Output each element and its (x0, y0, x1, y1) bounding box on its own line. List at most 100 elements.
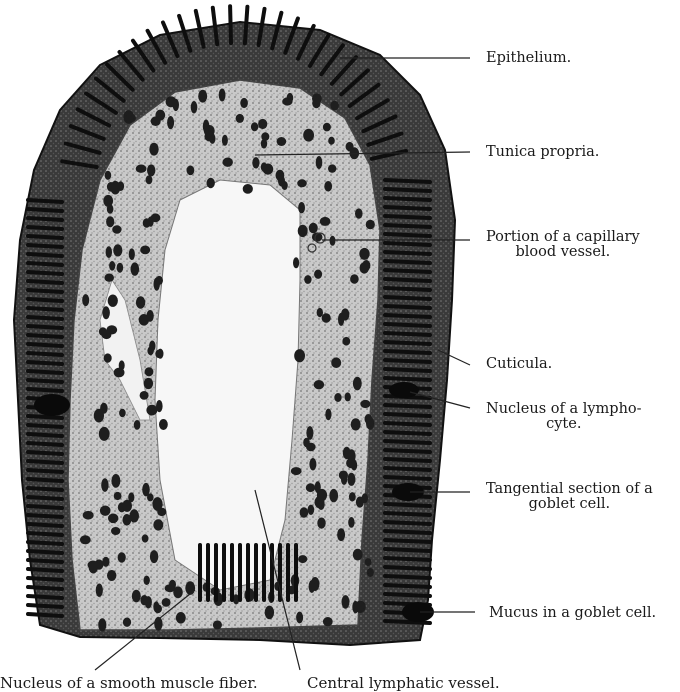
cell-nucleus (240, 98, 248, 108)
epithelial-nucleus (385, 504, 430, 506)
label-epithelium: Epithelium. (486, 51, 571, 66)
cell-nucleus (152, 497, 162, 511)
cell-nucleus (107, 570, 116, 581)
epithelial-nucleus (385, 360, 430, 362)
cell-nucleus (154, 604, 162, 613)
cell-nucleus (80, 535, 91, 544)
cell-nucleus (314, 270, 322, 279)
cell-nucleus (355, 601, 366, 613)
cell-nucleus (102, 557, 109, 567)
cell-nucleus (123, 618, 131, 627)
epithelial-nucleus (28, 281, 62, 283)
cell-nucleus (147, 164, 155, 176)
epithelial-nucleus (385, 288, 430, 290)
cell-nucleus (219, 89, 226, 102)
epithelial-nucleus (28, 533, 62, 535)
epithelial-nucleus (28, 434, 62, 436)
cell-nucleus (99, 327, 107, 336)
cell-nucleus (146, 405, 157, 416)
cell-nucleus (342, 337, 350, 346)
label-tangential-line1: Tangential section of a (486, 481, 653, 497)
cell-nucleus (104, 274, 114, 282)
epithelial-nucleus (28, 578, 62, 580)
cell-nucleus (173, 99, 179, 111)
cell-nucleus (203, 120, 210, 134)
epithelial-nucleus (28, 425, 62, 427)
cell-nucleus (348, 517, 354, 528)
epithelial-nucleus (28, 236, 62, 238)
epithelial-nucleus (28, 290, 62, 292)
cell-nucleus (222, 135, 228, 146)
epithelial-nucleus (385, 585, 430, 587)
epithelial-nucleus (28, 335, 62, 337)
epithelial-nucleus (385, 261, 430, 263)
cell-nucleus (367, 568, 374, 577)
epithelial-nucleus (28, 497, 62, 499)
label-lymphocyte-line2: cyte. (486, 417, 642, 432)
cell-nucleus (108, 514, 118, 524)
epithelial-nucleus (385, 342, 430, 344)
cell-nucleus (140, 246, 150, 255)
epithelial-nucleus (28, 371, 62, 373)
epithelial-nucleus (385, 207, 430, 209)
epithelial-nucleus (28, 254, 62, 256)
epithelial-nucleus (385, 576, 430, 578)
cell-nucleus (96, 584, 103, 597)
cell-nucleus (140, 391, 149, 400)
label-central: Central lymphatic vessel. (307, 676, 500, 691)
cell-nucleus (261, 162, 267, 171)
cell-nucleus (155, 276, 163, 285)
cell-nucleus (365, 558, 372, 566)
epithelial-nucleus (385, 306, 430, 308)
epithelial-nucleus (385, 333, 430, 335)
label-lymphocyte: Nucleus of a lympho- cyte. (486, 402, 642, 431)
epithelial-nucleus (28, 569, 62, 571)
epithelial-nucleus (385, 432, 430, 434)
cell-nucleus (318, 499, 325, 510)
epithelial-nucleus (28, 551, 62, 553)
cell-nucleus (351, 418, 361, 430)
cell-nucleus (353, 377, 362, 391)
cell-nucleus (108, 295, 118, 307)
epithelial-nucleus (28, 452, 62, 454)
cell-nucleus (349, 492, 356, 501)
epithelial-nucleus (28, 272, 62, 274)
epithelial-nucleus (28, 353, 62, 355)
cell-nucleus (117, 181, 124, 191)
cell-nucleus (337, 528, 345, 541)
cell-nucleus (144, 378, 153, 389)
cell-nucleus (236, 114, 244, 123)
cell-nucleus (317, 308, 323, 317)
cell-nucleus (258, 119, 267, 129)
epithelial-nucleus (385, 414, 430, 416)
epithelial-nucleus (385, 567, 430, 569)
cell-nucleus (281, 181, 287, 190)
epithelial-nucleus (385, 558, 430, 560)
cell-nucleus (98, 618, 106, 631)
label-capillary: Portion of a capillary blood vessel. (486, 230, 640, 259)
epithelial-nucleus (28, 344, 62, 346)
cell-nucleus (134, 420, 141, 430)
lymphocyte-nucleus (389, 382, 419, 398)
epithelial-nucleus (28, 245, 62, 247)
epithelial-nucleus (385, 351, 430, 353)
cell-nucleus (114, 368, 125, 378)
label-mucus: Mucus in a goblet cell. (489, 606, 656, 621)
cell-nucleus (298, 202, 305, 213)
cell-nucleus (159, 419, 168, 430)
cell-nucleus (100, 506, 111, 516)
cell-nucleus (330, 101, 339, 111)
epithelial-nucleus (385, 549, 430, 551)
cell-nucleus (329, 489, 338, 502)
cell-nucleus (343, 447, 351, 459)
cell-nucleus (345, 392, 351, 401)
cell-nucleus (143, 218, 151, 228)
cell-nucleus (104, 353, 112, 362)
label-muscle: Nucleus of a smooth muscle fiber. (0, 676, 258, 691)
cell-nucleus (102, 306, 110, 319)
cell-nucleus (360, 400, 370, 408)
cell-nucleus (251, 122, 258, 131)
label-lymphocyte-line1: Nucleus of a lympho- (486, 401, 642, 417)
cell-nucleus (325, 409, 331, 421)
epithelial-nucleus (385, 234, 430, 236)
